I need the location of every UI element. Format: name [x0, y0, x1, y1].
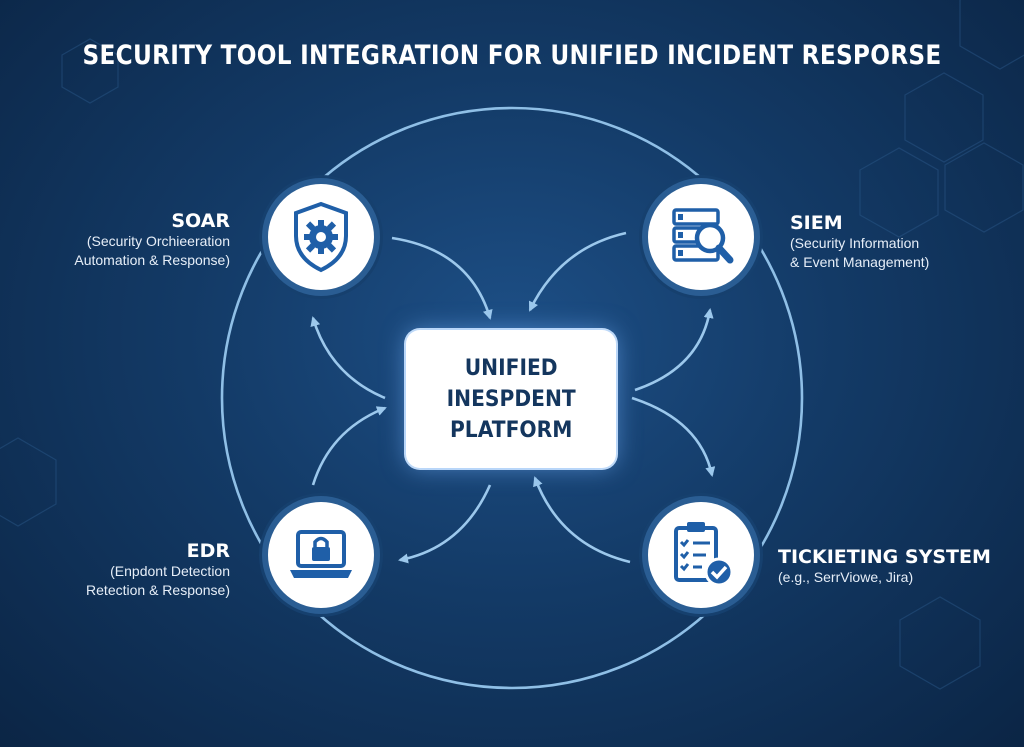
soar-desc-line2: Automation & Response): [74, 252, 230, 268]
arrow-edr-to-center: [311, 406, 387, 486]
edr-name: EDR: [186, 540, 230, 562]
ticketing-label: TICKIETING SYSTEM (e.g., SerrViowe, Jira…: [778, 546, 998, 587]
edr-desc-line1: (Enpdont Detection: [110, 563, 230, 579]
unified-platform-label: UNIFIED INESPDENT PLATFORM: [446, 355, 576, 443]
siem-desc-line2: & Event Management): [790, 254, 930, 270]
shield-gear-icon: [294, 201, 348, 273]
arrow-center-to-soar: [310, 316, 386, 400]
siem-node[interactable]: [648, 184, 754, 290]
siem-name: SIEM: [790, 212, 843, 234]
edr-node[interactable]: [268, 502, 374, 608]
arrow-center-to-ticket: [631, 396, 716, 477]
edr-label: EDR (Enpdont Detection Retection & Respo…: [40, 540, 230, 600]
clipboard-check-icon: [674, 522, 734, 587]
ticketing-node[interactable]: [648, 502, 754, 608]
edr-desc-line2: Retection & Response): [86, 582, 230, 598]
laptop-lock-icon: [290, 530, 352, 578]
soar-node[interactable]: [268, 184, 374, 290]
siem-label: SIEM (Security Information & Event Manag…: [790, 212, 990, 272]
outer-ring: [220, 106, 804, 690]
soar-desc-line1: (Security Orchieeration: [86, 233, 230, 249]
siem-desc-line1: (Security Information: [790, 235, 920, 251]
ticketing-name: TICKIETING SYSTEM: [778, 546, 991, 568]
arrow-center-to-edr: [398, 484, 492, 564]
soar-label: SOAR (Security Orchieeration Automation …: [60, 210, 230, 270]
unified-platform-box[interactable]: UNIFIED INESPDENT PLATFORM: [406, 330, 616, 468]
server-search-icon: [672, 208, 734, 264]
arrow-ticket-to-center: [533, 476, 631, 564]
soar-name: SOAR: [171, 210, 230, 232]
ticketing-desc-line1: (e.g., SerrViowe, Jira): [778, 569, 914, 585]
arrow-center-to-siem: [634, 308, 714, 392]
arrow-siem-to-center: [528, 231, 627, 312]
arrow-soar-to-center: [391, 236, 493, 320]
page-title: SECURITY TOOL INTEGRATION FOR UNIFIED IN…: [82, 40, 942, 71]
